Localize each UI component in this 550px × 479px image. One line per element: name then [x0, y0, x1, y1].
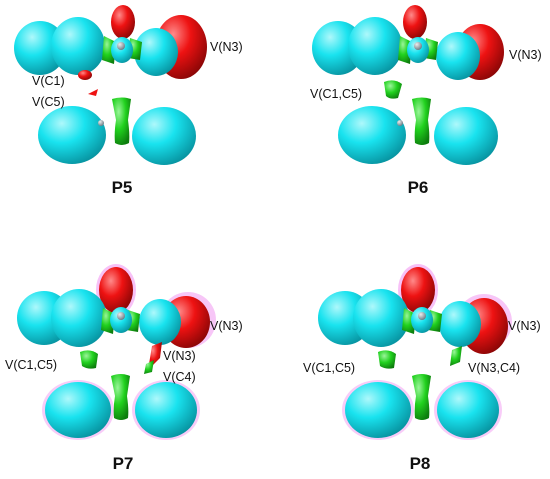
panel-p6: V(N3) V(C1,C5) P6 — [310, 5, 542, 197]
p6-green-bond-left — [398, 36, 412, 64]
p5-title: P5 — [112, 178, 133, 197]
p5-label-v-c1: V(C1) — [32, 74, 65, 88]
p7-green-basin-v-c4 — [144, 360, 154, 374]
p8-cyan-basin-bottom-left — [345, 382, 411, 438]
panel-p5: V(N3) V(C1) V(C5) P5 — [14, 5, 243, 197]
panel-p7: V(N3) V(C1,C5) V(N3) V(C4) P7 — [5, 264, 243, 473]
p8-cyan-basin-bottom-right — [437, 382, 499, 438]
p6-atom-bottom — [397, 120, 403, 126]
p6-molecule — [312, 5, 504, 165]
p6-red-basin-top — [403, 5, 427, 39]
p5-molecule — [14, 5, 207, 165]
p8-cyan-basin-2 — [353, 289, 409, 347]
p8-label-v-n3c4: V(N3,C4) — [468, 361, 520, 375]
p7-label-v-c4: V(C4) — [163, 370, 196, 384]
p8-atom-center — [418, 312, 426, 320]
p8-green-basin-c1c5 — [378, 350, 396, 369]
p7-atom-center — [117, 312, 125, 320]
p8-title: P8 — [410, 454, 431, 473]
p6-cyan-basin-2 — [348, 17, 402, 75]
p6-cyan-basin-3 — [436, 32, 480, 80]
p5-green-basin-bottom — [112, 97, 131, 145]
p8-red-basin-top — [401, 267, 435, 313]
p6-title: P6 — [408, 178, 429, 197]
p5-label-v-c5: V(C5) — [32, 95, 65, 109]
p5-cyan-basin-3 — [134, 28, 178, 76]
p7-green-basin-c1c5 — [80, 350, 98, 369]
p5-cyan-basin-2 — [51, 17, 105, 75]
p5-red-basin-c5 — [88, 89, 98, 96]
p6-atom-center — [414, 42, 422, 50]
p5-cyan-basin-bottom-right — [132, 107, 196, 165]
p7-green-basin-bottom — [111, 374, 130, 420]
p7-cyan-basin-bottom-left — [45, 382, 111, 438]
p5-cyan-basin-1 — [14, 21, 66, 75]
p7-label-v-c1c5: V(C1,C5) — [5, 358, 57, 372]
p6-label-v-c1c5: V(C1,C5) — [310, 87, 362, 101]
p5-atom-center — [117, 42, 125, 50]
p7-title: P7 — [113, 454, 134, 473]
p8-green-basin-n3c4 — [450, 346, 462, 366]
panel-p8: V(N3) V(C1,C5) V(N3,C4) P8 — [303, 264, 541, 473]
p8-molecule — [318, 264, 512, 440]
p6-green-basin-bottom — [412, 97, 431, 145]
p8-cyan-basin-3 — [439, 301, 481, 347]
p5-red-basin-c1 — [78, 70, 92, 80]
p6-cyan-basin-bottom-left — [338, 106, 406, 164]
p5-label-v-n3: V(N3) — [210, 40, 243, 54]
p7-label-v-n3: V(N3) — [210, 319, 243, 333]
p6-label-v-n3: V(N3) — [509, 48, 542, 62]
p8-label-v-n3: V(N3) — [508, 319, 541, 333]
p6-green-basin-c1c5 — [384, 80, 402, 99]
p7-cyan-basin-3 — [139, 299, 181, 345]
p7-red-basin-top — [99, 267, 133, 313]
p5-cyan-center — [111, 37, 133, 63]
p8-label-v-c1c5: V(C1,C5) — [303, 361, 355, 375]
p8-green-basin-bottom — [412, 374, 431, 420]
p7-cyan-basin-bottom-right — [135, 382, 197, 438]
p5-atom-bottom — [98, 120, 104, 126]
p5-green-bond-left — [102, 36, 116, 64]
p7-molecule — [17, 264, 216, 440]
p5-cyan-basin-bottom-left — [38, 106, 106, 164]
p7-cyan-basin-2 — [51, 289, 107, 347]
p7-label-v-n3-small: V(N3) — [163, 349, 196, 363]
p6-cyan-basin-bottom-right — [434, 107, 498, 165]
p5-red-basin-top — [111, 5, 135, 39]
